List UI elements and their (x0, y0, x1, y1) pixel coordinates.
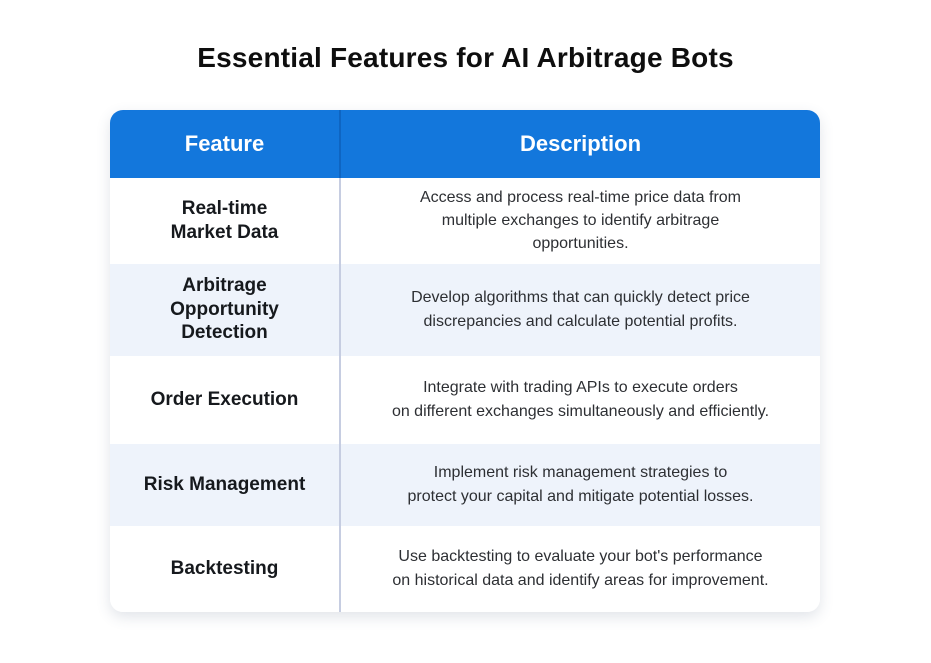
description-cell: Use backtesting to evaluate your bot's p… (392, 548, 769, 589)
description-cell: Integrate with trading APIs to execute o… (391, 379, 770, 420)
table-header-row: Feature Description (110, 110, 820, 178)
table-row: Risk Management Implement risk managemen… (110, 443, 820, 526)
table-body: Real-time Market Data Access and process… (110, 178, 820, 612)
table-row: Real-time Market Data Access and process… (110, 178, 820, 264)
description-cell: Access and process real-time price data … (419, 189, 741, 253)
feature-cell: Risk Management (110, 443, 341, 526)
page-title: Essential Features for AI Arbitrage Bots (197, 42, 734, 73)
features-table: Feature Description Real-time Market Dat… (110, 110, 820, 612)
description-cell: Develop algorithms that can quickly dete… (411, 289, 750, 330)
header-cell-description: Description (519, 131, 642, 156)
feature-cell: Backtesting (110, 525, 341, 612)
header-cell-feature: Feature (110, 110, 341, 178)
description-cell: Implement risk management strategies to … (407, 464, 754, 505)
table-row: Backtesting Use backtesting to evaluate … (110, 525, 820, 612)
feature-cell: Real-time Market Data (110, 178, 341, 264)
feature-cell: Arbitrage Opportunity Detection (110, 263, 341, 356)
table-row: Order Execution Integrate with trading A… (110, 355, 820, 444)
table-row: Arbitrage Opportunity Detection Develop … (110, 263, 820, 356)
feature-cell: Order Execution (110, 355, 341, 444)
